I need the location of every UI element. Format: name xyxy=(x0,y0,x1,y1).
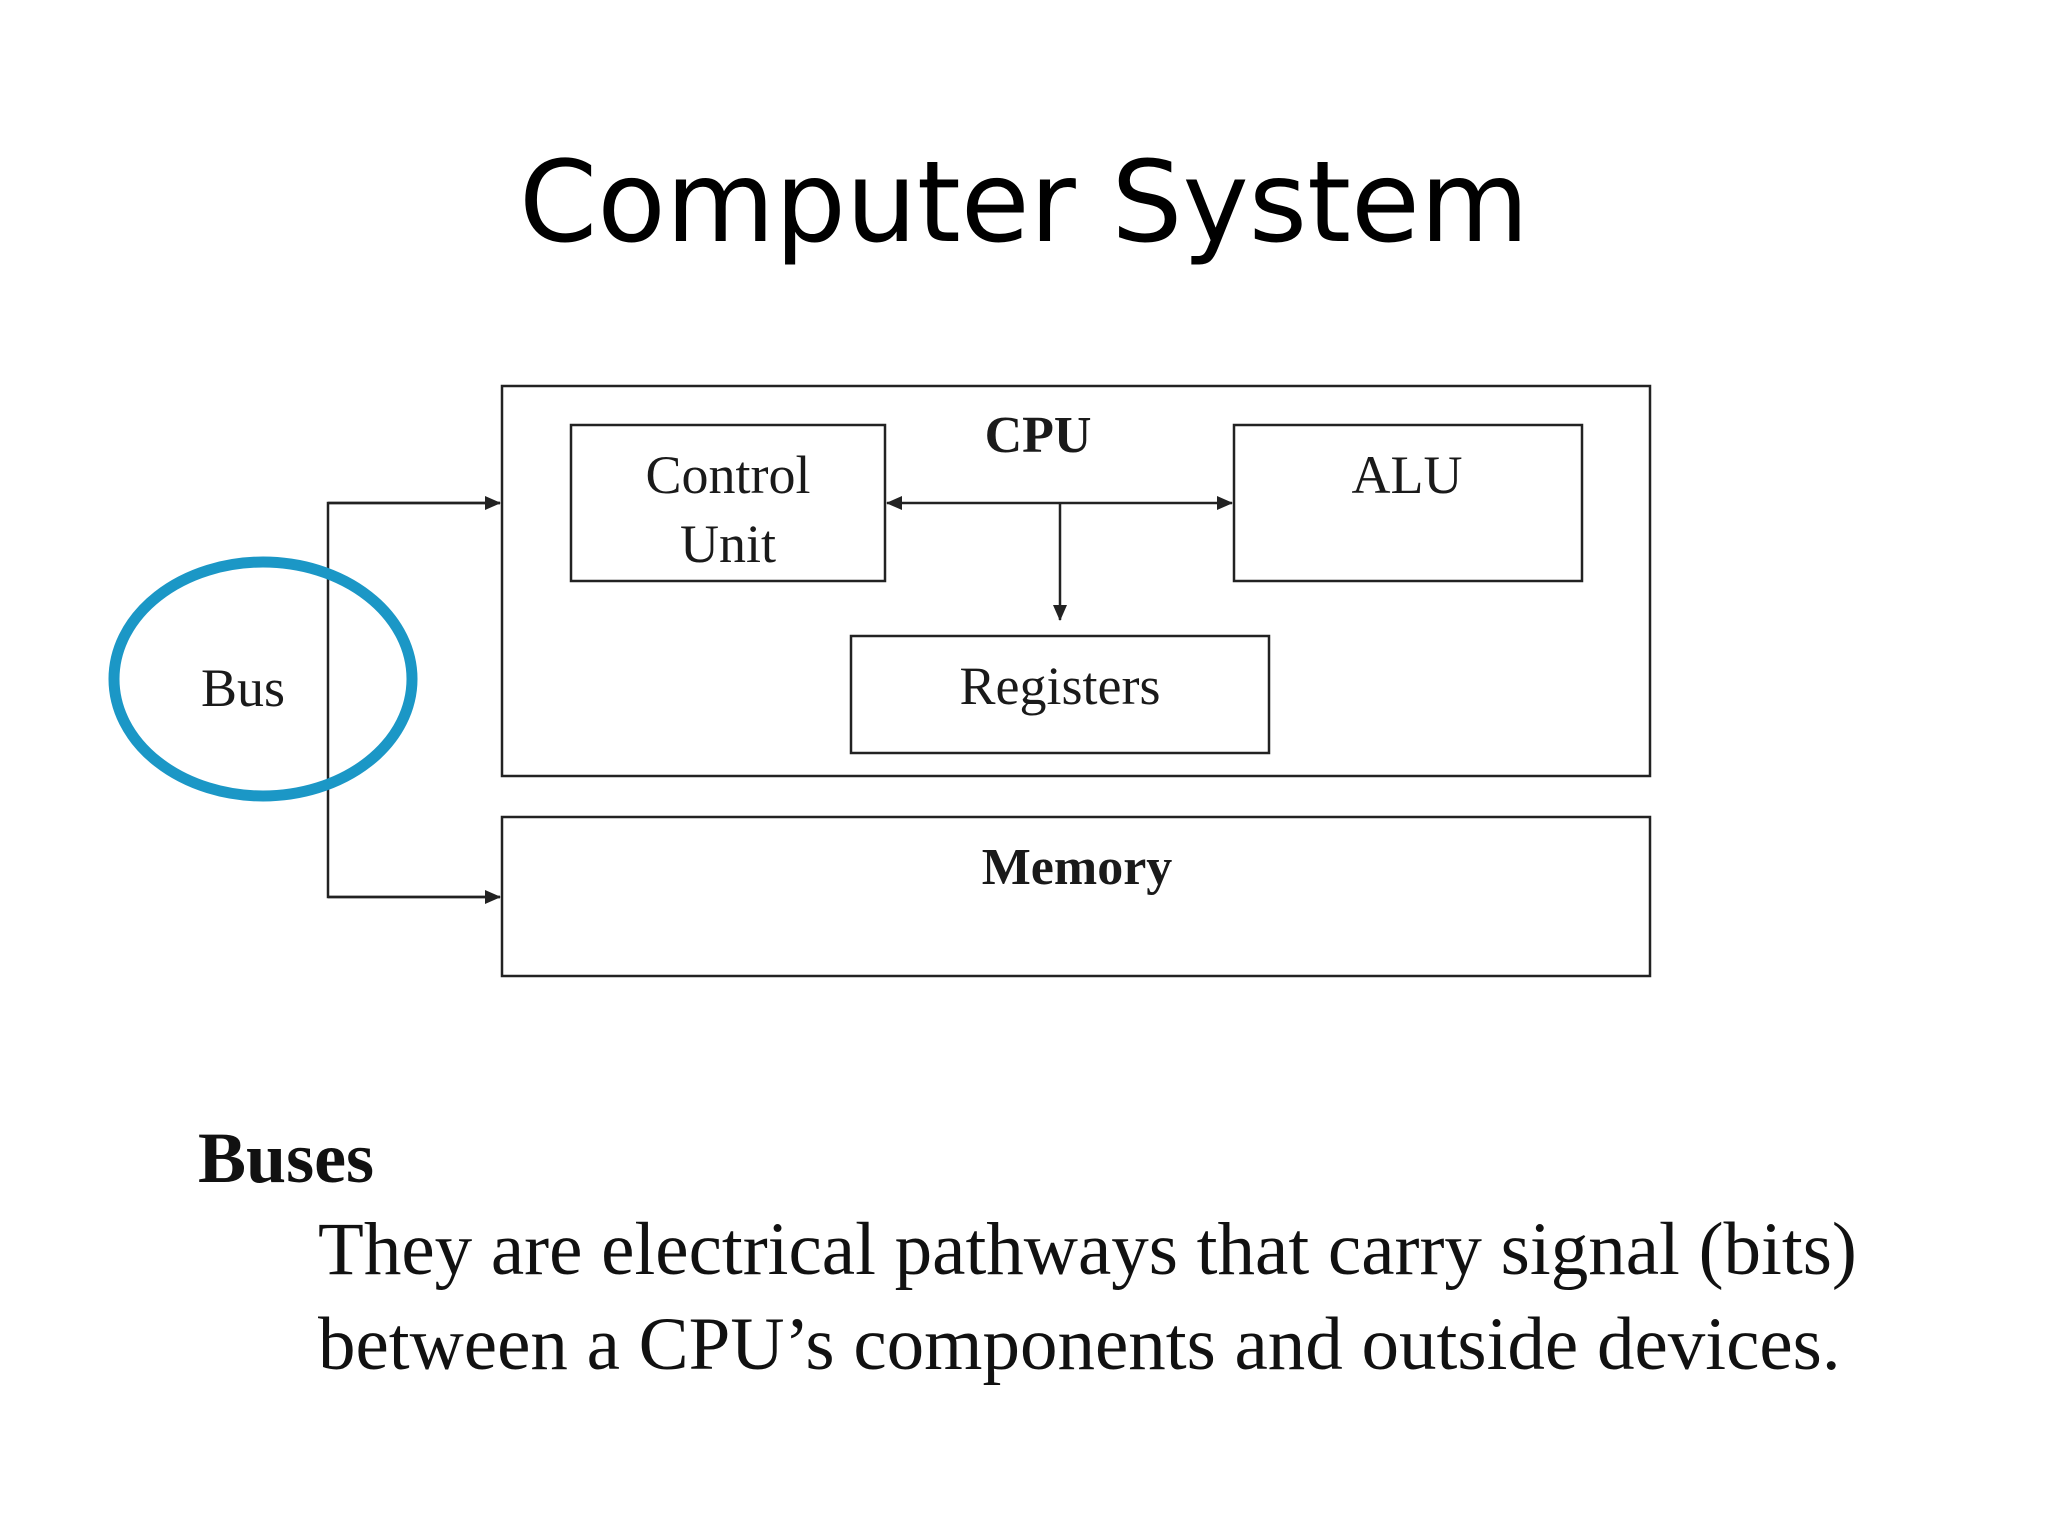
alu-box xyxy=(1232,423,1584,583)
slide-title: Computer System xyxy=(518,138,1530,268)
control-unit-label-line1: Control xyxy=(645,445,810,505)
bus-label: Bus xyxy=(201,658,285,718)
memory-box xyxy=(500,815,1652,978)
memory-label: Memory xyxy=(982,839,1173,896)
registers-box xyxy=(849,634,1271,755)
caption-line-2: between a CPU’s components and outside d… xyxy=(318,1303,1841,1386)
caption-line-1: They are electrical pathways that carry … xyxy=(318,1208,1857,1291)
alu-label: ALU xyxy=(1352,445,1463,505)
registers-label: Registers xyxy=(960,656,1161,716)
caption-heading: Buses xyxy=(198,1118,375,1198)
bus-highlight-circle xyxy=(108,556,418,802)
control-unit-label-line2: Unit xyxy=(680,514,776,574)
control-unit-box xyxy=(569,423,887,583)
cpu-label: CPU xyxy=(985,407,1092,464)
